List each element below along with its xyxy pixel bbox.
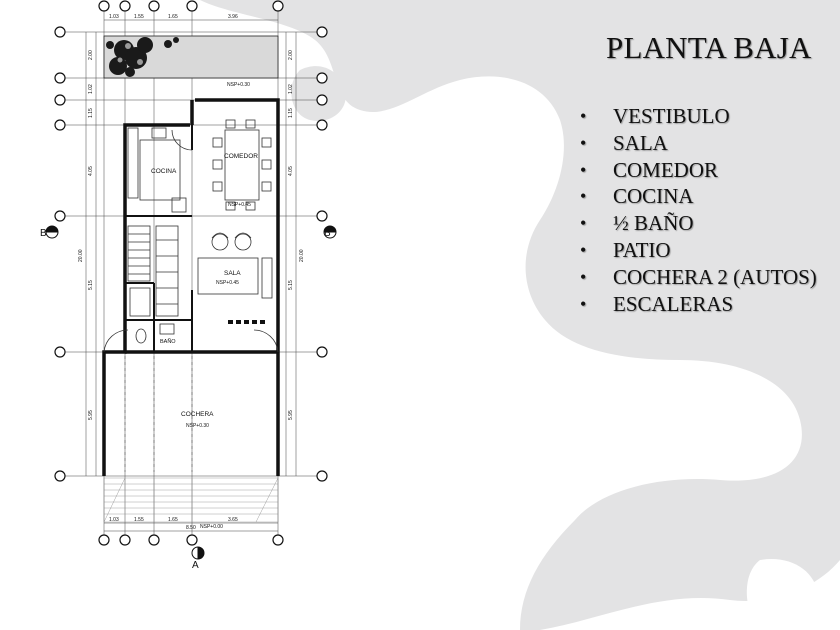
room-label-cocina: COCINA xyxy=(151,168,177,175)
living-set xyxy=(197,232,273,299)
room-label-sala: SALA xyxy=(224,270,241,277)
list-item: COCINA xyxy=(578,183,817,210)
patio-garden xyxy=(103,35,279,79)
interior-walls xyxy=(125,125,193,352)
list-item: ESCALERAS xyxy=(578,291,817,318)
dim-left-6: 5.95 xyxy=(88,410,94,420)
list-item: SALA xyxy=(578,130,817,157)
axis-grid xyxy=(60,2,322,540)
level-sala: NSP+0.45 xyxy=(216,280,239,286)
dim-bottom-2: 1.55 xyxy=(134,517,144,523)
list-item: COMEDOR xyxy=(578,157,817,184)
dim-top-1: 1.03 xyxy=(109,14,119,20)
spaces-list: VESTIBULO SALA COMEDOR COCINA ½ BAÑO PAT… xyxy=(578,103,817,317)
section-b-right-fill xyxy=(324,226,336,232)
dim-top-4: 3.96 xyxy=(228,14,238,20)
dim-right-4: 4.05 xyxy=(288,166,294,176)
dim-left-total: 20.00 xyxy=(78,249,84,262)
dim-top-3: 1.65 xyxy=(168,14,178,20)
level-comedor: NSP+0.45 xyxy=(228,202,251,208)
section-b-right-label: B xyxy=(324,228,331,239)
list-item: ½ BAÑO xyxy=(578,210,817,237)
list-item: PATIO xyxy=(578,237,817,264)
room-label-bano: BAÑO xyxy=(160,338,176,345)
dim-bottom-4: 3.65 xyxy=(228,517,238,523)
dim-top-2: 1.55 xyxy=(134,14,144,20)
bath-fixtures xyxy=(135,323,175,344)
section-markers xyxy=(45,225,337,560)
kitchen-counters xyxy=(127,127,187,213)
dim-left-3: 1.15 xyxy=(88,108,94,118)
level-acceso: NSP+0.00 xyxy=(200,524,223,530)
room-label-cochera: COCHERA xyxy=(181,411,214,418)
doors xyxy=(103,129,279,353)
level-cochera: NSP+0.30 xyxy=(186,423,209,429)
dim-bottom-total: 8.50 xyxy=(186,525,196,531)
dim-bottom-1: 1.03 xyxy=(109,517,119,523)
dim-bottom-3: 1.65 xyxy=(168,517,178,523)
dim-left-1: 2.00 xyxy=(88,50,94,60)
slide-title: PLANTA BAJA xyxy=(606,30,812,65)
bench-blocks xyxy=(228,320,265,324)
section-a-fill xyxy=(198,547,204,559)
dim-left-5: 5.15 xyxy=(88,280,94,290)
dim-left-2: 1.02 xyxy=(88,84,94,94)
room-label-comedor: COMEDOR xyxy=(224,153,258,160)
dim-left-4: 4.05 xyxy=(88,166,94,176)
dim-right-6: 5.95 xyxy=(288,410,294,420)
garage-detail xyxy=(124,356,193,472)
stairs xyxy=(127,225,179,317)
dim-right-total: 20.00 xyxy=(299,249,305,262)
section-b-left-label: B xyxy=(40,228,47,239)
list-item: COCHERA 2 (AUTOS) xyxy=(578,264,817,291)
floor-plan: COCINA COMEDOR SALA BAÑO COCHERA NSP+0.3… xyxy=(40,0,337,571)
front-paving xyxy=(103,477,279,523)
dim-right-1: 2.00 xyxy=(288,50,294,60)
list-item: VESTIBULO xyxy=(578,103,817,130)
dim-right-3: 1.15 xyxy=(288,108,294,118)
dim-right-2: 1.02 xyxy=(288,84,294,94)
dim-right-5: 5.15 xyxy=(288,280,294,290)
level-patio: NSP+0.30 xyxy=(227,82,250,88)
section-a-label: A xyxy=(192,560,199,571)
axis-bubbles xyxy=(54,0,328,546)
dining-set xyxy=(212,119,272,211)
section-b-left-fill xyxy=(46,226,58,232)
